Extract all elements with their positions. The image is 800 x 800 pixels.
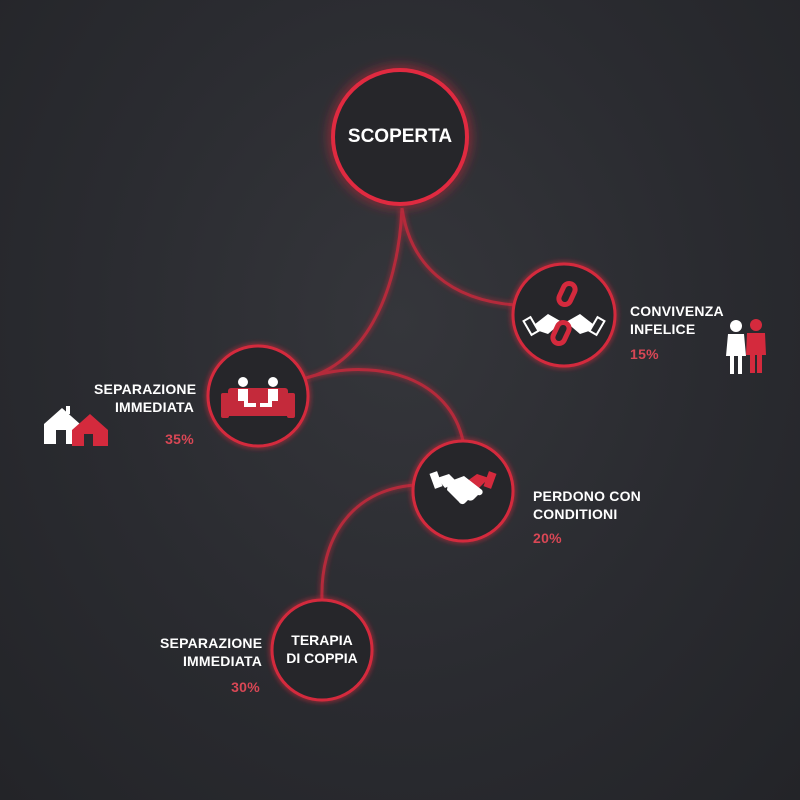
connector-perdono-terapia: [320, 483, 416, 601]
terapia-label-line1: SEPARAZIONE: [160, 635, 263, 651]
connector-scoperta-convivenza: [400, 207, 516, 307]
broken-chain-handshake-icon: [522, 280, 606, 347]
node-scoperta-circle: [331, 68, 469, 206]
perdono-percent: 20%: [533, 530, 562, 546]
terapia-center-line1: TERAPIA: [291, 632, 353, 648]
connectors: [305, 207, 516, 601]
couple-on-sofa-icon: [221, 377, 295, 418]
scoperta-title: SCOPERTA: [347, 126, 453, 147]
separazione-percent: 35%: [165, 431, 194, 447]
connector-scoperta-separazione: [305, 207, 404, 380]
connector-separazione-perdono: [305, 368, 465, 442]
perdono-label-line1: PERDONO CON: [533, 488, 641, 504]
node-terapia-circle: [270, 598, 374, 702]
terapia-percent: 30%: [231, 679, 260, 695]
perdono-label-line2: CONDITIONI: [533, 506, 618, 522]
separazione-label-line1: SEPARAZIONE: [94, 381, 197, 397]
node-convivenza-circle: [511, 262, 617, 368]
terapia-label-line2: IMMEDIATA: [182, 653, 262, 669]
convivenza-label-line2: INFELICE: [630, 321, 696, 337]
convivenza-percent: 15%: [630, 346, 659, 362]
handshake-icon: [429, 471, 497, 505]
separazione-label-line2: IMMEDIATA: [114, 399, 194, 415]
terapia-center-line2: DI COPPIA: [286, 650, 358, 666]
standing-couple-icon: [726, 319, 766, 374]
two-houses-icon: [44, 406, 108, 446]
convivenza-label-line1: CONVIVENZA: [630, 303, 724, 319]
